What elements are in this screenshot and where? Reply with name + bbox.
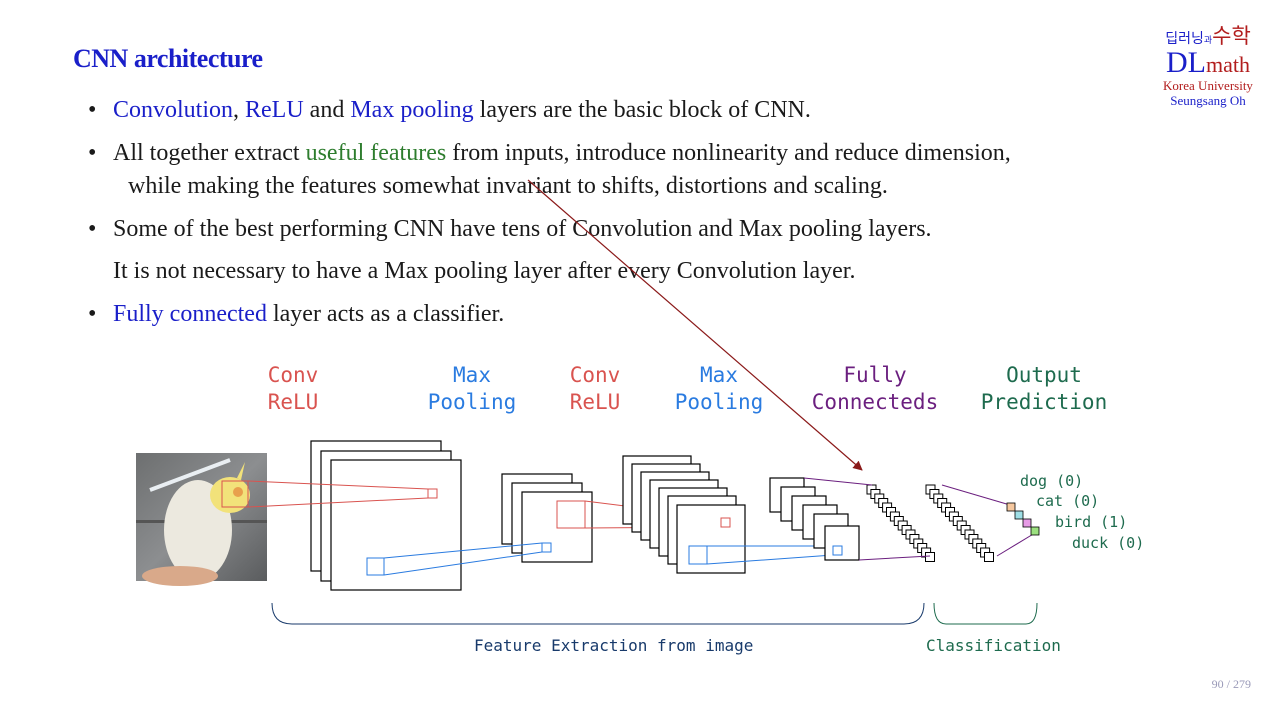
bullet-2-continuation: while making the features somewhat invar… [128, 173, 888, 199]
feature-extraction-brace [271, 602, 925, 625]
label-max-pooling-1: Max Pooling [422, 362, 522, 416]
output-node-bird [1022, 518, 1032, 528]
term-useful-features: useful features [305, 140, 447, 166]
label-line: Conv [569, 363, 621, 387]
text: All together extract [113, 140, 306, 166]
input-bird-image [136, 453, 267, 586]
pool1-receptive-field [366, 542, 552, 576]
fc-layer-1 [866, 484, 935, 562]
output-dog: dog (0) [1020, 472, 1084, 490]
logo-korean-left: 딥러닝 [1165, 31, 1204, 47]
conv2-receptive-field-box [720, 517, 731, 528]
logo-dlmath: DLmath [1158, 48, 1258, 78]
bullet-list: Convolution, ReLU and Max pooling layers… [88, 94, 1228, 331]
label-line: Max [453, 363, 491, 387]
text: from inputs, introduce nonlinearity and … [446, 140, 1011, 166]
conv1-receptive-field [221, 480, 438, 508]
fc-node [984, 552, 994, 562]
pool2-box [832, 545, 843, 556]
label-line: Max [700, 363, 738, 387]
fc-connections [803, 477, 1036, 561]
output-duck: duck (0) [1072, 534, 1145, 552]
bullet-2: All together extract useful features fro… [88, 137, 1228, 170]
classification-caption: Classification [926, 636, 1061, 655]
label-output-prediction: Output Prediction [974, 362, 1114, 416]
term-fully-connected: Fully connected [113, 301, 267, 327]
feature-extraction-caption: Feature Extraction from image [474, 636, 754, 655]
label-line: Fully [843, 363, 907, 387]
label-conv-relu-1: Conv ReLU [248, 362, 338, 416]
logo-math: math [1206, 52, 1250, 77]
label-line: Pooling [427, 390, 517, 414]
label-conv-relu-2: Conv ReLU [550, 362, 640, 416]
logo-korean: 딥러닝과수학 [1158, 20, 1258, 50]
output-cat: cat (0) [1036, 492, 1100, 510]
term-convolution: Convolution [113, 97, 234, 123]
text: and [303, 97, 351, 123]
logo-korean-mid: 과 [1203, 36, 1213, 46]
label-fully-connected: Fully Connecteds [800, 362, 950, 416]
bullet-3-continuation: It is not necessary to have a Max poolin… [113, 258, 856, 284]
term-relu: ReLU [245, 97, 304, 123]
text: , [233, 97, 246, 123]
text: layer acts as a classifier. [266, 301, 505, 327]
conv1-feature-maps [310, 440, 462, 591]
label-line: ReLU [569, 390, 621, 414]
label-line: Prediction [980, 390, 1108, 414]
slide-title: CNN architecture [73, 44, 263, 73]
page-number[interactable]: 90 / 279 [1211, 677, 1251, 691]
output-node-duck [1030, 526, 1040, 536]
logo-dl: DL [1166, 46, 1206, 79]
logo-university: Korea University [1163, 78, 1253, 93]
output-node-dog [1006, 502, 1016, 512]
label-line: ReLU [267, 390, 319, 414]
useful-features-arrow [527, 179, 863, 471]
bullet-4: Fully connected layer acts as a classifi… [88, 298, 1228, 331]
term-max-pooling: Max pooling [350, 97, 474, 123]
label-line: Conv [267, 363, 319, 387]
label-max-pooling-2: Max Pooling [669, 362, 769, 416]
logo-korean-right: 수학 [1212, 24, 1251, 48]
conv2-feature-maps [622, 455, 746, 574]
label-line: Pooling [674, 390, 764, 414]
fc-node [925, 552, 935, 562]
text: layers are the basic block of CNN. [473, 97, 811, 123]
output-node-cat [1014, 510, 1024, 520]
output-bird: bird (1) [1055, 513, 1128, 531]
fc-layer-2 [925, 484, 994, 562]
label-line: Connecteds [811, 390, 939, 414]
pool1-feature-maps [501, 473, 593, 563]
classification-brace [933, 602, 1038, 625]
bullet-1: Convolution, ReLU and Max pooling layers… [88, 94, 1228, 127]
output-nodes [1006, 502, 1040, 536]
bullet-3: Some of the best performing CNN have ten… [88, 213, 1228, 246]
label-line: Output [1006, 363, 1082, 387]
pool2-feature-maps [769, 477, 860, 561]
